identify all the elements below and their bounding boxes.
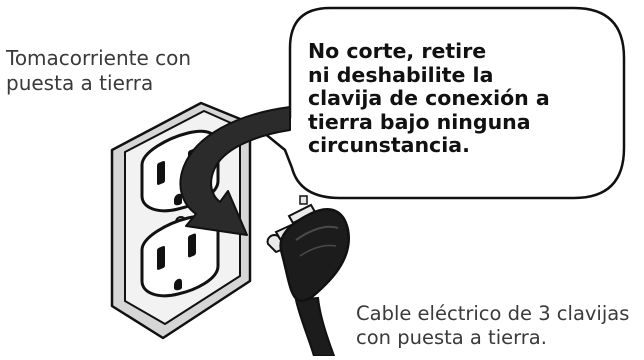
power-cord bbox=[294, 296, 336, 357]
warning-line-3: clavija de conexión a bbox=[308, 86, 550, 110]
three-prong-plug bbox=[266, 195, 351, 357]
arrow-icon bbox=[179, 106, 291, 236]
warning-line-4: tierra bajo ninguna bbox=[308, 109, 531, 134]
outlet-label: Tomacorriente con puesta a tierra bbox=[6, 46, 226, 96]
warning-line-5: circunstancia. bbox=[308, 133, 470, 157]
outlet-label-line-2: puesta a tierra bbox=[6, 71, 154, 95]
warning-text: No corte, retire ni deshabilite la clavi… bbox=[308, 39, 578, 158]
speech-bubble bbox=[256, 6, 626, 200]
cord-label: Cable eléctrico de 3 clavijas con puesta… bbox=[356, 302, 644, 350]
outlet-label-line-1: Tomacorriente con bbox=[6, 46, 192, 70]
warning-line-2: ni deshabilite la bbox=[308, 62, 494, 87]
cord-label-line-2: con puesta a tierra. bbox=[356, 326, 547, 349]
warning-line-1: No corte, retire bbox=[308, 39, 487, 63]
outlet-receptacle-bottom bbox=[140, 214, 220, 298]
cord-label-line-1: Cable eléctrico de 3 clavijas bbox=[356, 302, 630, 325]
